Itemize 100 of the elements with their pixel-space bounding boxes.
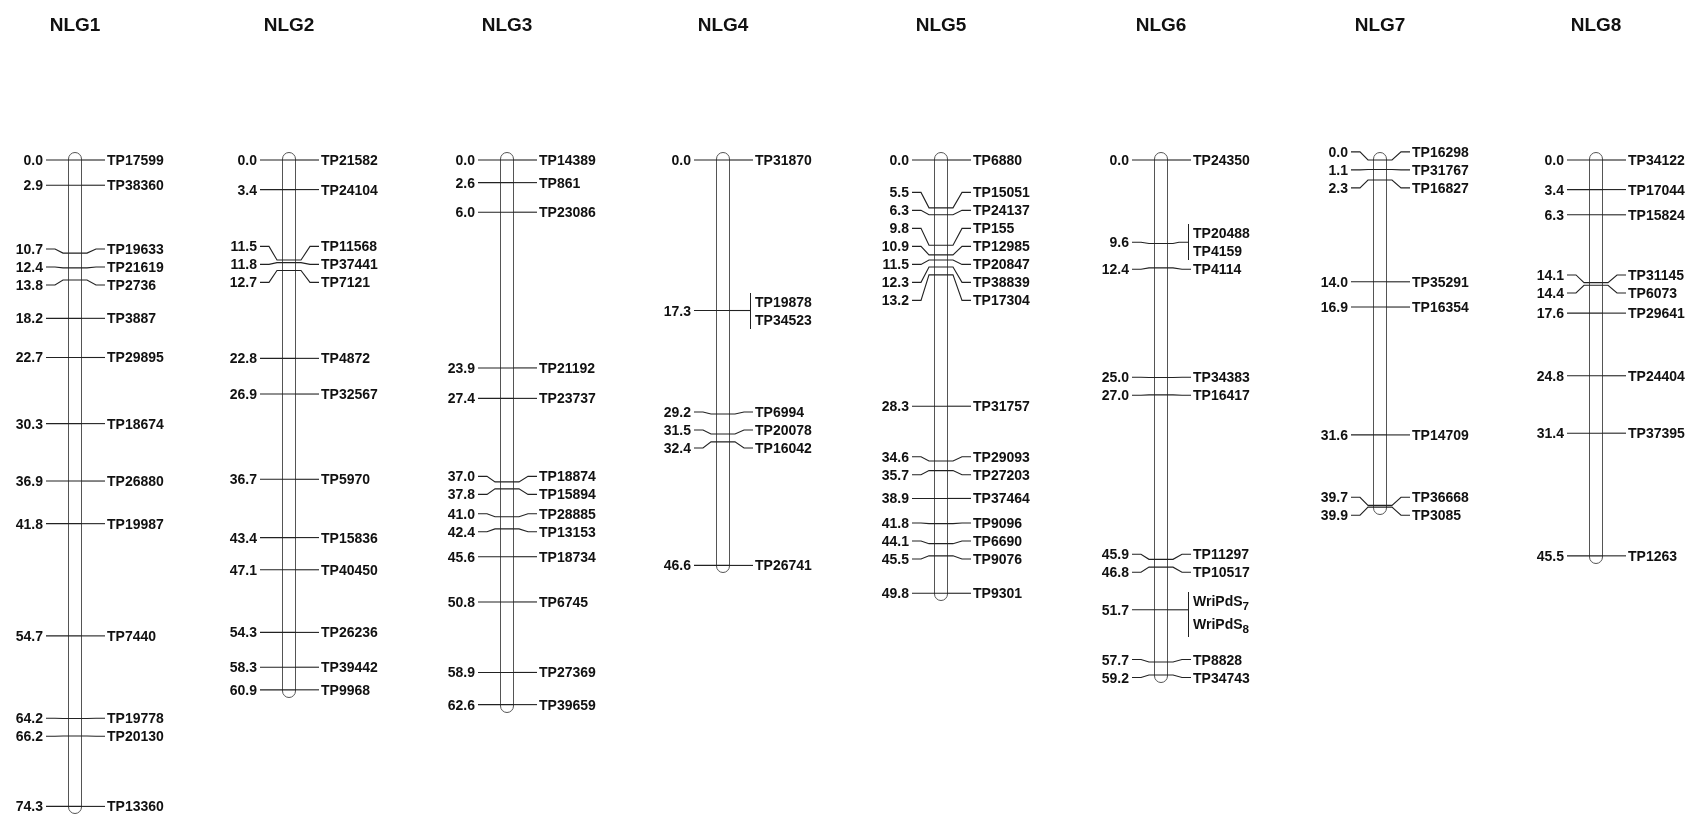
- marker-label: TP20130: [107, 727, 164, 746]
- leader-line: [947, 456, 972, 462]
- position-label: 0.0: [670, 151, 691, 169]
- marker-label: TP3887: [107, 309, 157, 328]
- leader-line: [729, 411, 754, 415]
- marker-label: TP35291: [1412, 272, 1469, 291]
- marker-label: TP7121: [321, 273, 371, 292]
- leader-line: [729, 429, 754, 435]
- marker-label: TP13360: [107, 797, 164, 816]
- chromosome-bar: [716, 152, 730, 574]
- leader-line: [295, 393, 320, 395]
- marker-label: WriPdS$_{8}$: [1193, 614, 1249, 637]
- marker-label: TP40450: [321, 560, 378, 579]
- position-label: 0.0: [1543, 151, 1564, 169]
- position-label: 29.2: [662, 403, 691, 421]
- leader-line: [947, 159, 972, 161]
- leader-line: [1602, 214, 1627, 216]
- marker-label: TP18674: [107, 414, 164, 433]
- leader-line: [1167, 241, 1189, 245]
- leader-line: [295, 245, 320, 261]
- marker-label: TP26880: [107, 472, 164, 490]
- marker-label: TP34743: [1193, 668, 1250, 687]
- leader-line: [1167, 674, 1192, 679]
- marker-label: TP9076: [973, 550, 1023, 569]
- chromosome-bar: [500, 152, 514, 713]
- leader-line: [295, 262, 320, 265]
- marker-label: TP17304: [973, 291, 1030, 310]
- position-label: 30.3: [14, 414, 43, 433]
- leader-line: [81, 480, 106, 482]
- marker-label: TP861: [539, 173, 581, 192]
- chromosome-bar: [282, 152, 296, 698]
- position-label: 23.9: [446, 358, 475, 377]
- chromosome-title: NLG1: [49, 14, 101, 36]
- marker-label: TP2736: [107, 276, 157, 294]
- marker-label: TP29641: [1628, 304, 1685, 323]
- marker-label: TP16354: [1412, 298, 1469, 316]
- position-label: 0.0: [22, 151, 43, 169]
- marker-label: TP4159: [1193, 242, 1244, 261]
- position-label: 38.9: [880, 489, 909, 508]
- position-label: 45.5: [880, 550, 909, 569]
- chromosome-bar: [1373, 152, 1387, 516]
- marker-label: TP16827: [1412, 178, 1469, 197]
- chromosome-bar: [1589, 152, 1603, 564]
- position-label: 39.7: [1319, 488, 1348, 507]
- position-label: 17.3: [662, 301, 691, 320]
- position-label: 13.2: [880, 291, 909, 310]
- position-label: 1.1: [1327, 160, 1348, 179]
- leader-line: [1386, 281, 1411, 283]
- marker-label: TP29093: [973, 447, 1030, 466]
- marker-label: TP5970: [321, 470, 371, 489]
- position-label: 31.4: [1535, 424, 1564, 443]
- position-label: 22.8: [228, 349, 257, 368]
- marker-group: [1188, 591, 1249, 638]
- marker-label: TP10517: [1193, 563, 1250, 582]
- leader-line: [947, 259, 972, 265]
- position-label: 14.1: [1535, 265, 1564, 284]
- position-label: 41.8: [880, 514, 909, 533]
- chromosome-bar: [1154, 152, 1168, 684]
- chromosome-title: NLG3: [481, 14, 533, 36]
- leader-line: [729, 564, 754, 566]
- leader-line: [947, 555, 972, 560]
- marker-group: [1188, 224, 1250, 261]
- marker-label: TP28885: [539, 504, 596, 523]
- leader-line: [1167, 159, 1192, 161]
- marker-label: TP24104: [321, 180, 378, 199]
- marker-label: TP14389: [539, 151, 596, 169]
- position-label: 3.4: [1543, 180, 1564, 199]
- position-label: 6.3: [1543, 205, 1564, 224]
- position-label: 12.3: [880, 273, 909, 292]
- position-label: 74.3: [14, 797, 43, 816]
- leader-line: [81, 159, 106, 161]
- marker-label: TP18874: [539, 467, 596, 486]
- leader-line: [947, 274, 972, 301]
- marker-label: TP21619: [107, 258, 164, 276]
- leader-line: [947, 522, 972, 525]
- chromosome-bar: [934, 152, 948, 602]
- leader-line: [947, 209, 972, 216]
- position-label: 49.8: [880, 584, 909, 603]
- marker-label: TP29895: [107, 348, 164, 367]
- leader-line: [1386, 434, 1411, 436]
- marker-label: TP32567: [321, 385, 378, 403]
- leader-line: [1167, 394, 1192, 396]
- leader-line: [947, 405, 972, 407]
- leader-line: [513, 182, 538, 184]
- leader-line: [947, 592, 972, 594]
- position-label: 12.4: [14, 258, 43, 276]
- position-label: 45.5: [1535, 546, 1564, 565]
- leader-line: [81, 635, 106, 637]
- position-label: 16.9: [1319, 298, 1348, 316]
- leader-line: [513, 671, 538, 673]
- position-label: 31.6: [1319, 425, 1348, 444]
- leader-line: [1602, 312, 1627, 314]
- leader-line: [947, 540, 972, 545]
- marker-label: TP9096: [973, 514, 1023, 533]
- leader-line: [1602, 375, 1627, 377]
- chromosome-bar: [68, 152, 82, 815]
- marker-label: TP39659: [539, 695, 596, 714]
- marker-label: TP26741: [755, 556, 812, 575]
- position-label: 10.9: [880, 237, 909, 256]
- marker-label: TP16417: [1193, 386, 1250, 405]
